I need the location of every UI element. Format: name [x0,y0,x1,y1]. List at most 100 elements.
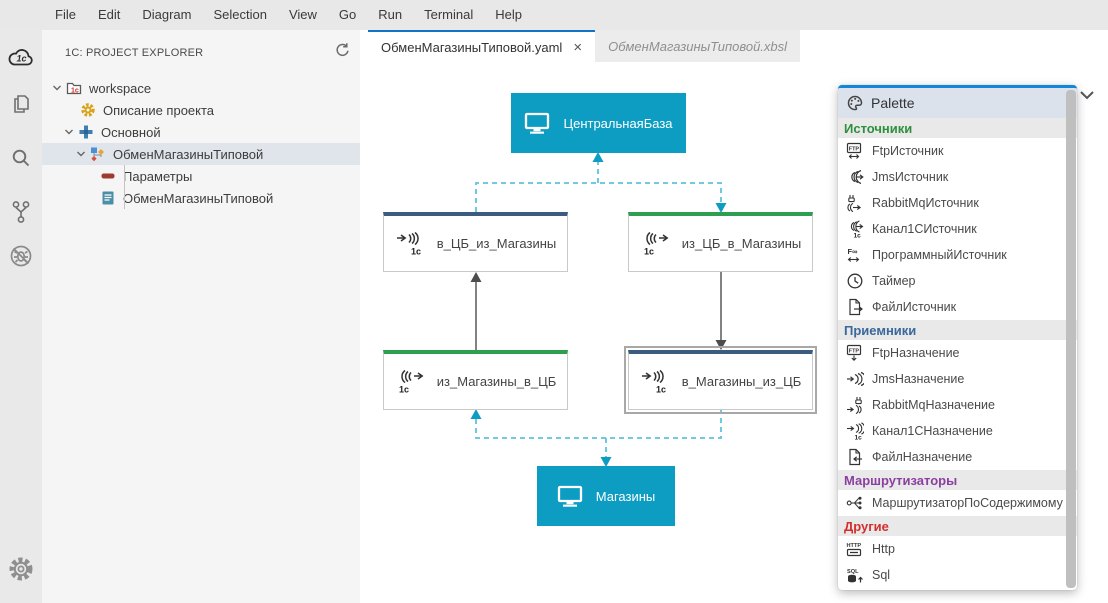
menu-item-terminal[interactable]: Terminal [424,7,474,22]
palette-item-program-source[interactable]: F∞ ПрограммныйИсточник [847,247,1007,262]
channel1c-source-icon: 1c [644,231,669,256]
jms-destination-icon [847,371,864,387]
menu-bar: File Edit Diagram Selection View Go Run … [0,0,1108,30]
node-from-shops-to-cb[interactable]: 1c из_Магазины_в_ЦБ [383,350,568,410]
menu-item-view[interactable]: View [288,7,317,22]
palette-header: Palette [838,88,1077,118]
parameters-icon [101,173,115,179]
node-shops[interactable]: Магазины [537,466,675,526]
svg-text:1c: 1c [854,233,862,239]
channel1c-destination-icon: 1c [396,231,421,256]
debug-disabled-icon[interactable] [7,242,35,270]
clipped-icon [846,589,864,590]
search-icon[interactable] [7,145,35,173]
menu-item-help[interactable]: Help [495,7,522,22]
tab-xbsl[interactable]: ОбменМагазиныТиповой.xbsl [595,30,801,62]
module-blue-icon [79,125,93,139]
channel1c-source-icon: 1c [850,220,864,239]
content-router-icon [846,496,862,510]
menu-item-edit[interactable]: Edit [97,7,121,22]
editor-area: ОбменМагазиныТиповой.yaml × ОбменМагазин… [360,30,1108,603]
tab-label: ОбменМагазиныТиповой.xbsl [608,38,788,54]
documents-icon[interactable] [7,90,35,118]
tree-label: Основной [101,124,161,140]
palette-item-ftp-source[interactable]: FTP FtpИсточник [838,138,1077,164]
node-to-shops-from-cb[interactable]: 1c в_Магазины_из_ЦБ [624,346,817,414]
http-icon: HTTP [847,543,861,557]
palette-item-jms-source[interactable]: JmsИсточник [838,164,1077,190]
palette-section-routers[interactable]: Маршрутизаторы [838,470,1077,490]
explorer-panel: 1C: PROJECT EXPLORER 1c workspace Описан… [42,30,360,603]
palette-panel: Palette Источники FTP FtpИсточник JmsИст… [838,85,1077,590]
file-destination-icon [849,448,862,466]
node-label: ЦентральнаяБаза [563,115,673,131]
palette-item-clipped[interactable] [838,588,1077,590]
tree-item-exchange-diagram[interactable]: ОбменМагазиныТиповой [42,143,360,165]
document-icon [102,191,114,205]
palette-item-ftp-destination[interactable]: FTP FtpНазначение [838,340,1077,366]
node-from-cb-to-shops[interactable]: 1c из_ЦБ_в_Магазины [628,212,813,272]
palette-item-content-router[interactable]: МаршрутизаторПоСодержимому [838,490,1077,516]
palette-item-channel1c-destination[interactable]: 1c Канал1СНазначение [838,418,1077,444]
tree-item-parameters[interactable]: Параметры [42,165,360,187]
palette-item-http[interactable]: HTTP Http [846,542,895,557]
palette-item-file-source[interactable]: ФайлИсточник [838,294,1077,320]
svg-text:1c: 1c [855,435,863,441]
menu-item-run[interactable]: Run [378,7,403,22]
chevron-down-icon[interactable] [1078,86,1096,104]
menu-item-file[interactable]: File [55,7,76,22]
explorer-title: 1C: PROJECT EXPLORER [65,46,204,59]
tab-bar: ОбменМагазиныТиповой.yaml × ОбменМагазин… [360,30,801,62]
node-central-base[interactable]: ЦентральнаяБаза [511,93,686,153]
tree-item-exchange-file[interactable]: ОбменМагазиныТиповой [42,187,360,209]
node-label: в_Магазины_из_ЦБ [681,374,802,389]
node-to-cb-from-shops[interactable]: 1c в_ЦБ_из_Магазины [383,212,568,272]
channel1c-destination-icon: 1c [641,369,666,395]
menu-item-go[interactable]: Go [338,7,357,22]
ftp-source-icon: FTP [846,142,862,159]
gear-yellow-icon [81,103,95,117]
palette-item-jms-destination[interactable]: JmsНазначение [838,366,1077,392]
diagram-canvas[interactable]: ЦентральнаяБаза 1c в_ЦБ_из_Магазины 1c и… [360,62,1108,603]
monitor-icon [557,485,582,507]
1c-cloud-icon[interactable]: 1c [7,44,35,72]
activity-bar: 1c [0,30,42,603]
diagram-icon [91,147,104,162]
chevron-down-icon [77,151,85,157]
svg-text:1c: 1c [399,385,409,395]
palette-item-file-destination[interactable]: ФайлНазначение [838,444,1077,470]
svg-text:F∞: F∞ [848,247,858,256]
palette-scrollbar[interactable] [1066,90,1076,588]
palette-item-rabbitmq-source[interactable]: RabbitMqИсточник [838,190,1077,216]
svg-text:1c: 1c [656,385,666,395]
node-label: Магазины [595,488,656,504]
palette-section-sources[interactable]: Источники [838,118,1077,138]
svg-text:1c: 1c [71,88,79,95]
rabbitmq-source-icon [847,195,862,212]
palette-item-channel1c-source[interactable]: 1c Канал1СИсточник [838,216,1077,242]
settings-gear-icon[interactable] [7,555,35,583]
source-control-icon[interactable] [7,198,35,226]
palette-section-others[interactable]: Другие [838,516,1077,536]
menu-item-diagram[interactable]: Diagram [142,7,192,22]
timer-icon [847,273,863,289]
tab-yaml[interactable]: ОбменМагазиныТиповой.yaml × [368,30,596,62]
project-tree: 1c workspace Описание проекта Основной О… [42,77,360,209]
palette-title: Palette [871,95,915,111]
palette-item-sql[interactable]: SQL Sql [847,568,891,583]
node-label: в_ЦБ_из_Магазины [436,236,557,251]
palette-item-rabbitmq-destination[interactable]: RabbitMqНазначение [838,392,1077,418]
menu-item-selection[interactable]: Selection [213,7,267,22]
explorer-header: 1C: PROJECT EXPLORER [42,30,360,67]
palette-section-sinks[interactable]: Приемники [838,320,1077,340]
tree-item-main[interactable]: Основной [42,121,360,143]
close-icon[interactable]: × [573,38,583,56]
svg-text:SQL: SQL [847,569,859,575]
tree-item-workspace[interactable]: 1c workspace [42,77,360,99]
tree-item-project-description[interactable]: Описание проекта [42,99,360,121]
program-source-icon: F∞ [848,247,860,262]
palette-item-timer[interactable]: Таймер [838,268,1077,294]
sql-icon: SQL [847,569,863,583]
refresh-icon[interactable] [334,42,350,63]
